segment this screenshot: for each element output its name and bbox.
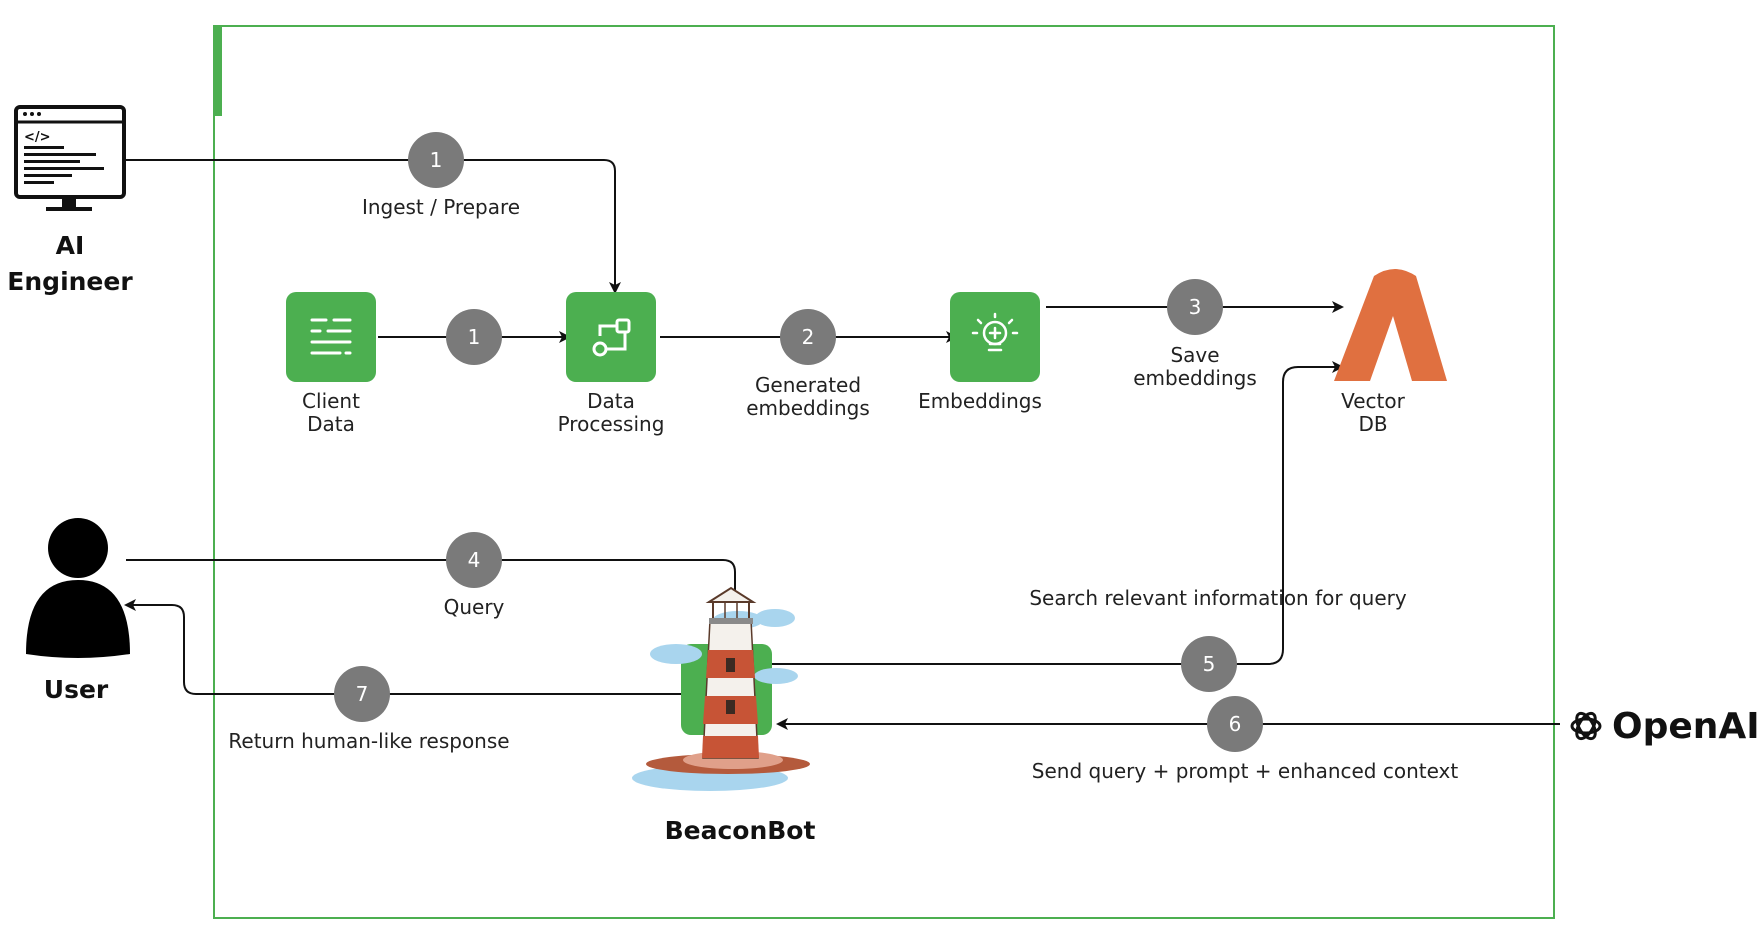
step-save-label-line2: embeddings	[1133, 366, 1257, 390]
step-ingest-label: Ingest / Prepare	[362, 195, 520, 219]
vector-db-node: Vector DB	[1334, 269, 1447, 436]
ai-engineer-label-line1: AI	[56, 231, 85, 260]
beaconbot-label: BeaconBot	[665, 816, 816, 845]
document-lines-icon	[310, 318, 352, 355]
openai-brand: OpenAI	[1570, 706, 1758, 747]
step-generated-number: 2	[802, 325, 815, 349]
computer-code-icon: </>	[14, 105, 126, 211]
step-query-number: 4	[468, 548, 481, 572]
step-ingest: 1 Ingest / Prepare	[362, 132, 520, 219]
connector-query	[126, 559, 736, 590]
openai-logo-icon	[1570, 711, 1602, 741]
step-save-number: 3	[1189, 295, 1202, 319]
step-client-to-processing: 1	[446, 309, 502, 365]
step-return: 7 Return human-like response	[228, 666, 510, 753]
vector-db-label-line2: DB	[1358, 412, 1387, 436]
client-data-label-line2: Data	[307, 412, 355, 436]
step-generated-label-line2: embeddings	[746, 396, 870, 420]
lighthouse-icon	[632, 586, 810, 791]
openai-label: OpenAI	[1612, 706, 1758, 747]
ai-engineer-actor: </> AI Engineer	[7, 105, 133, 296]
connector-ingest	[126, 159, 621, 294]
vector-db-label-line1: Vector	[1341, 389, 1406, 413]
embeddings-label: Embeddings	[918, 389, 1042, 413]
connector-return	[124, 599, 690, 695]
frame-accent-bar	[214, 26, 222, 116]
step-send-label: Send query + prompt + enhanced context	[1032, 759, 1459, 783]
lightbulb-icon	[971, 312, 1019, 352]
client-data-node: Client Data	[286, 292, 376, 436]
step-search-number: 5	[1203, 652, 1216, 676]
data-processing-node: Data Processing	[558, 292, 665, 436]
step-query: 4 Query	[444, 532, 505, 619]
vector-db-logo-icon	[1334, 269, 1447, 381]
data-processing-label-line1: Data	[587, 389, 635, 413]
embeddings-node: Embeddings	[918, 292, 1042, 413]
ai-engineer-label-line2: Engineer	[7, 267, 133, 296]
client-data-label-line1: Client	[302, 389, 360, 413]
user-label: User	[44, 675, 109, 704]
step-generated-embeddings: 2 Generated embeddings	[746, 309, 870, 420]
step-generated-label-line1: Generated	[755, 373, 861, 397]
connector-search	[772, 361, 1344, 665]
step-return-number: 7	[356, 682, 369, 706]
system-boundary-frame	[213, 25, 1555, 919]
svg-text:</>: </>	[24, 130, 51, 145]
beaconbot-node: BeaconBot	[632, 586, 816, 845]
person-icon	[26, 518, 130, 658]
step-ingest-number: 1	[430, 148, 443, 172]
user-actor: User	[26, 518, 130, 704]
step-save-embeddings: 3 Save embeddings	[1133, 279, 1257, 390]
step-send: 6 Send query + prompt + enhanced context	[1032, 696, 1459, 783]
data-processing-label-line2: Processing	[558, 412, 665, 436]
step-search: 5 Search relevant information for query	[1029, 586, 1407, 692]
step-send-number: 6	[1229, 712, 1242, 736]
step-search-label: Search relevant information for query	[1029, 586, 1407, 610]
step-query-label: Query	[444, 595, 505, 619]
flow-process-icon	[592, 318, 631, 357]
step-client-to-processing-number: 1	[468, 325, 481, 349]
step-save-label-line1: Save	[1170, 343, 1219, 367]
step-return-label: Return human-like response	[228, 729, 509, 753]
